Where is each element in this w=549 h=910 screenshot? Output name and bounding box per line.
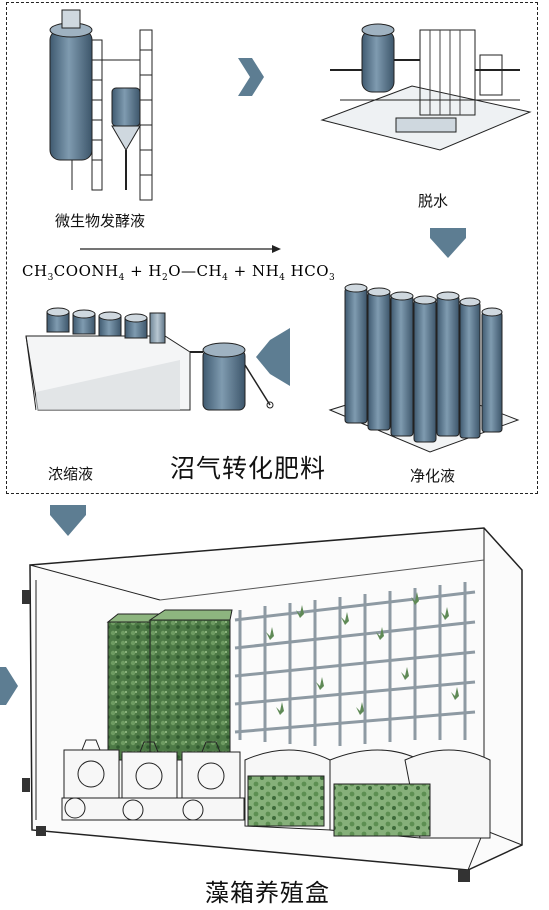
- label-fermentation: 微生物发酵液: [55, 212, 146, 230]
- purification-columns: [328, 283, 520, 453]
- formula-part: + NH: [233, 262, 280, 280]
- center-title: 沼气转化肥料: [170, 454, 327, 483]
- flow-arrow-5: [0, 667, 18, 705]
- box-title: 藻箱养殖盒: [205, 879, 330, 907]
- label-purified: 净化液: [410, 467, 456, 485]
- formula-sub: 4: [279, 273, 286, 283]
- label-dewatering: 脱水: [418, 192, 449, 210]
- formula-sub: 4: [222, 273, 229, 283]
- formula-sub: 3: [47, 273, 54, 283]
- flow-arrow-4: [50, 505, 86, 536]
- concentrate-equipment: [25, 307, 274, 411]
- dewatering-equipment: [320, 23, 532, 151]
- formula-part: HCO: [285, 262, 330, 280]
- formula-sub: 4: [118, 273, 125, 283]
- flow-arrow-3: [256, 328, 290, 386]
- formula-part: CH: [22, 262, 48, 280]
- process-boundary: [6, 2, 538, 494]
- fermentation-equipment: [49, 9, 153, 201]
- reaction-formula: CH3COONH4 + H2O—CH4 + NH4 HCO3: [22, 262, 335, 283]
- formula-sub: 3: [329, 273, 336, 283]
- formula-sub: 2: [162, 273, 169, 283]
- formula-part: COONH: [53, 262, 119, 280]
- algae-cultivation-box: [22, 527, 523, 882]
- flow-arrow-2: [430, 228, 466, 258]
- formula-part: O—CH: [168, 262, 223, 280]
- flow-arrow-1: [238, 58, 264, 96]
- label-concentrate: 浓缩液: [48, 465, 94, 483]
- formula-part: + H: [130, 262, 163, 280]
